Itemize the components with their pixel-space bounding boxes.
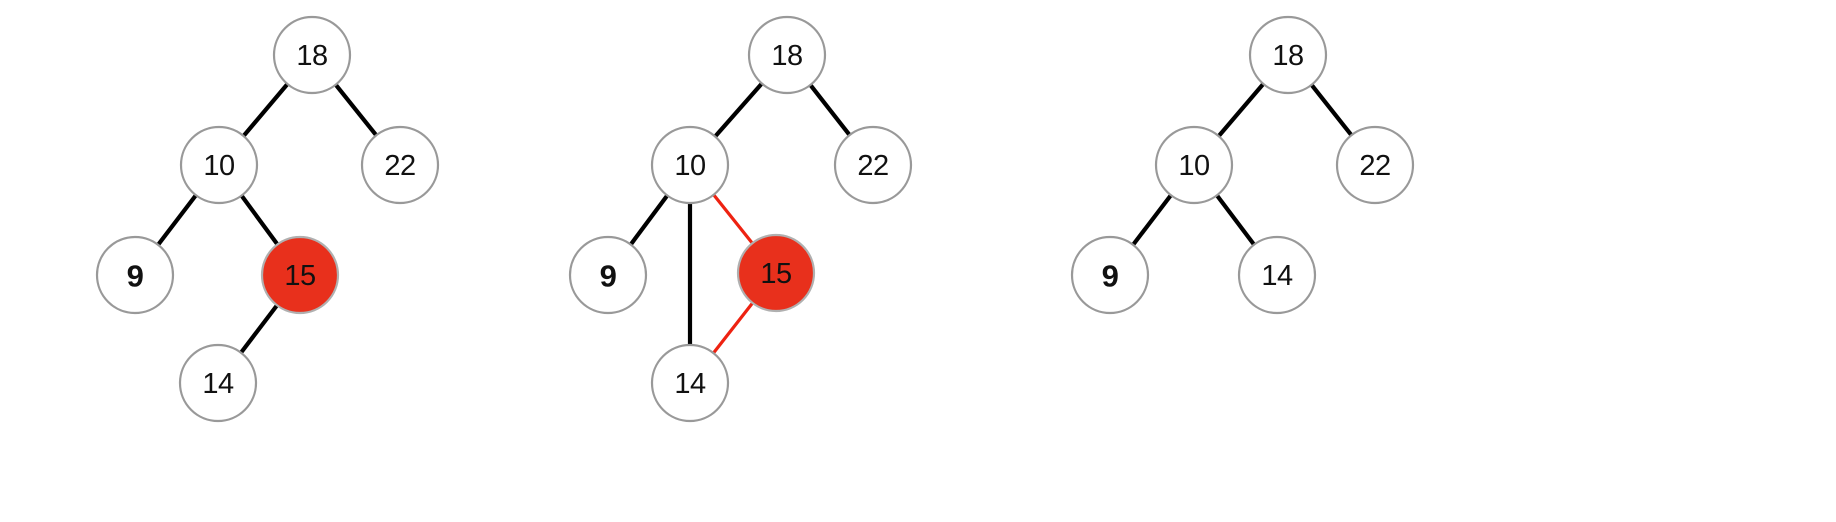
tree-node-18: 18 xyxy=(272,15,352,95)
tree-node-18: 18 xyxy=(747,15,827,95)
edge-18-to-10 xyxy=(241,81,290,139)
node-label: 22 xyxy=(1359,150,1390,182)
tree-node-10: 10 xyxy=(179,125,259,205)
node-label: 18 xyxy=(1272,40,1303,72)
edge-18-to-22 xyxy=(333,82,379,138)
edge-10-to-14 xyxy=(1214,193,1257,247)
node-label: 9 xyxy=(1102,259,1119,294)
node-circle xyxy=(747,15,827,95)
tree-node-15: 15 xyxy=(260,235,340,315)
tree-diagram-before: 18 10 22 9 15 14 xyxy=(0,0,480,522)
tree-diagram-after: 18 10 22 9 14 xyxy=(975,0,1455,522)
edge-10-to-9 xyxy=(628,193,670,247)
node-label: 22 xyxy=(857,150,888,182)
edge-10-to-9 xyxy=(1130,193,1174,247)
node-circle xyxy=(568,235,648,315)
edge-10-to-15 xyxy=(239,193,280,247)
tree-node-15: 15 xyxy=(736,233,816,313)
tree-node-14: 14 xyxy=(1237,235,1317,315)
tree-node-14: 14 xyxy=(178,343,258,423)
node-label: 14 xyxy=(1261,260,1293,292)
node-circle xyxy=(1248,15,1328,95)
edge-10-to-9 xyxy=(155,193,199,247)
node-label: 9 xyxy=(600,259,617,294)
tree-node-22: 22 xyxy=(1335,125,1415,205)
node-label: 10 xyxy=(674,150,705,182)
tree-diagram-during: 18 10 22 9 15 14 xyxy=(475,0,955,522)
tree-node-9: 9 xyxy=(95,235,175,315)
node-label: 15 xyxy=(760,258,791,290)
edge-18-to-10 xyxy=(712,81,765,139)
tree-node-18: 18 xyxy=(1248,15,1328,95)
node-circle xyxy=(360,125,440,205)
node-circle xyxy=(833,125,913,205)
edge-18-to-22 xyxy=(1309,82,1354,138)
node-label: 9 xyxy=(127,259,144,294)
node-label: 14 xyxy=(674,368,706,400)
node-circle xyxy=(95,235,175,315)
edge-18-to-10 xyxy=(1216,81,1266,139)
edge-15-to-14-marked xyxy=(711,301,755,355)
edge-10-to-15-marked xyxy=(711,192,755,246)
edge-18-to-22 xyxy=(808,82,852,138)
node-label: 10 xyxy=(203,150,234,182)
node-label: 15 xyxy=(284,260,315,292)
node-label: 18 xyxy=(296,40,327,72)
node-circle xyxy=(178,343,258,423)
tree-node-22: 22 xyxy=(360,125,440,205)
tree-node-9: 9 xyxy=(1070,235,1150,315)
node-circle xyxy=(1070,235,1150,315)
tree-node-10: 10 xyxy=(650,125,730,205)
node-circle xyxy=(272,15,352,95)
node-circle xyxy=(1154,125,1234,205)
node-circle xyxy=(1237,235,1317,315)
tree-node-9: 9 xyxy=(568,235,648,315)
node-circle-highlighted xyxy=(260,235,340,315)
node-label: 14 xyxy=(202,368,234,400)
node-circle xyxy=(179,125,259,205)
tree-node-22: 22 xyxy=(833,125,913,205)
node-circle-highlighted xyxy=(736,233,816,313)
node-circle xyxy=(650,125,730,205)
node-label: 22 xyxy=(384,150,415,182)
tree-node-10: 10 xyxy=(1154,125,1234,205)
node-label: 10 xyxy=(1178,150,1209,182)
node-label: 18 xyxy=(771,40,802,72)
node-circle xyxy=(1335,125,1415,205)
tree-node-14: 14 xyxy=(650,343,730,423)
node-circle xyxy=(650,343,730,423)
edge-15-to-14 xyxy=(238,303,280,355)
